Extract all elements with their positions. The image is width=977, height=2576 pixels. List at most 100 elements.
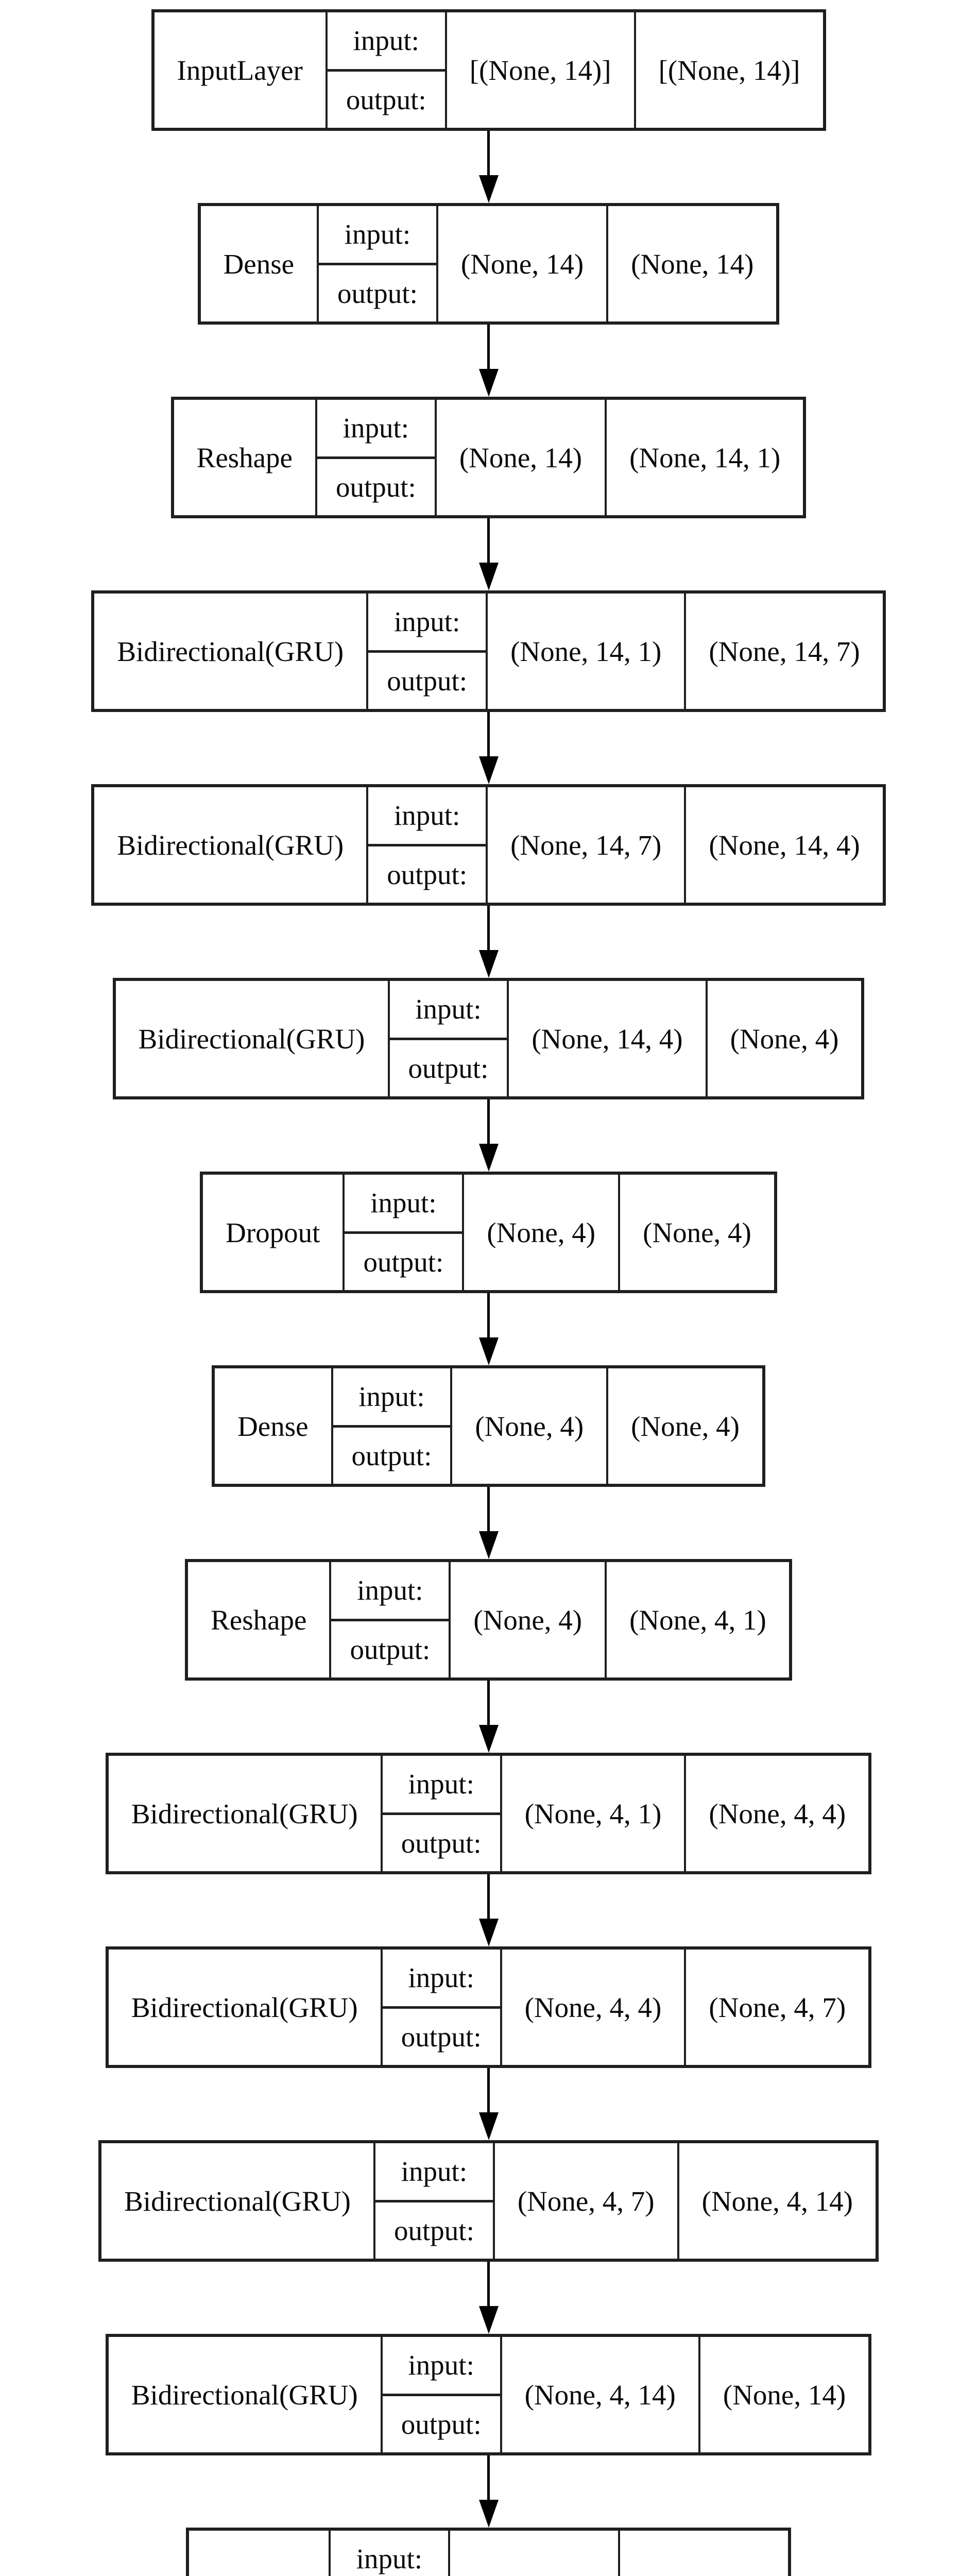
- output-label: output:: [345, 1231, 462, 1291]
- input-label: input:: [358, 1381, 425, 1413]
- input-shape: (None, 14, 1): [486, 594, 684, 709]
- edge: [478, 325, 499, 397]
- edge-line: [487, 325, 490, 370]
- io-label-column: input: output:: [380, 1756, 500, 1871]
- input-label: input:: [408, 1768, 474, 1800]
- layer-name: Bidirectional(GRU): [117, 635, 344, 667]
- edge: [478, 2068, 499, 2140]
- output-label: output:: [368, 650, 486, 709]
- output-shape: (None, 4): [606, 1368, 762, 1484]
- layer-node: Dense input: output: (None, 14) (None, 1…: [197, 203, 780, 325]
- arrow-down-icon: [478, 2112, 499, 2140]
- arrow-down-icon: [478, 756, 499, 784]
- edge-line: [487, 906, 490, 951]
- output-shape: (None, 14, 4): [684, 787, 882, 903]
- input-shape: (None, 14, 4): [507, 981, 705, 1096]
- input-shape: (None, 4, 1): [500, 1756, 684, 1871]
- input-label: input:: [353, 25, 419, 57]
- io-label-column: input: output:: [317, 206, 436, 321]
- output-label: output:: [331, 1618, 449, 1678]
- io-label-column: input: output:: [329, 1562, 449, 1677]
- layer-node: Reshape input: output: (None, 14) (None,…: [170, 397, 807, 518]
- io-label-column: input: output:: [331, 1368, 451, 1484]
- input-label: input:: [408, 1962, 474, 1994]
- output-shape: (None, 4, 1): [605, 1562, 789, 1677]
- output-label: output:: [333, 1425, 451, 1484]
- layer-name: Bidirectional(GRU): [138, 1023, 365, 1055]
- edge: [478, 518, 499, 590]
- edge-line: [487, 2068, 490, 2113]
- layer-node: Dropout input: output: (None, 14) (None,…: [185, 2528, 792, 2576]
- input-shape: (None, 14): [448, 2531, 618, 2576]
- output-label: output:: [382, 2393, 500, 2453]
- input-shape: (None, 14, 7): [486, 787, 684, 903]
- io-label-column: input: output:: [325, 12, 445, 128]
- edge-line: [487, 1099, 490, 1145]
- output-label: output:: [319, 262, 436, 322]
- output-shape: [(None, 14)]: [633, 12, 823, 128]
- layer-name: Bidirectional(GRU): [124, 2185, 351, 2217]
- output-shape: (None, 14, 1): [605, 400, 803, 515]
- output-label: output:: [389, 1037, 507, 1097]
- output-shape: (None, 14): [606, 206, 776, 321]
- input-shape: (None, 4, 4): [500, 1950, 684, 2065]
- layer-name: Dropout: [226, 1216, 320, 1248]
- edge-line: [487, 518, 490, 564]
- output-shape: (None, 14): [698, 2337, 868, 2452]
- io-label-column: input: output:: [380, 2337, 500, 2453]
- edge-line: [487, 712, 490, 757]
- layer-name: Bidirectional(GRU): [131, 2379, 358, 2411]
- layer-node: Bidirectional(GRU) input: output: (None,…: [105, 1753, 872, 1874]
- io-label-column: input: output:: [366, 594, 486, 709]
- input-label: input:: [356, 2543, 423, 2575]
- edge-line: [487, 1874, 490, 1920]
- edge: [478, 131, 499, 203]
- output-shape: (None, 14): [618, 2531, 788, 2576]
- io-label-column: input: output:: [380, 1950, 500, 2065]
- edge: [478, 1487, 499, 1559]
- layer-name: Bidirectional(GRU): [131, 1991, 358, 2023]
- input-shape: (None, 4, 7): [492, 2143, 677, 2259]
- input-label: input:: [415, 993, 482, 1025]
- output-shape: (None, 14, 7): [684, 594, 882, 709]
- input-shape: (None, 4): [462, 1175, 618, 1290]
- output-shape: (None, 4, 14): [677, 2143, 876, 2259]
- layer-name: Reshape: [211, 1604, 307, 1636]
- edge: [478, 1874, 499, 1946]
- output-label: output:: [327, 69, 445, 128]
- input-shape: [(None, 14)]: [444, 12, 634, 128]
- layer-name: Dense: [223, 248, 295, 280]
- layer-name: Reshape: [196, 442, 293, 473]
- input-label: input:: [344, 218, 411, 250]
- input-shape: (None, 4, 14): [500, 2337, 698, 2452]
- edge-line: [487, 1487, 490, 1532]
- layer-name: Dense: [237, 1410, 308, 1442]
- layer-name: Bidirectional(GRU): [117, 829, 344, 861]
- layer-node: Dense input: output: (None, 4) (None, 4): [212, 1365, 765, 1487]
- layer-node: Bidirectional(GRU) input: output: (None,…: [105, 2334, 872, 2455]
- output-label: output:: [368, 843, 486, 903]
- input-shape: (None, 14): [434, 400, 605, 515]
- output-label: output:: [375, 2199, 493, 2259]
- arrow-down-icon: [478, 175, 499, 203]
- edge: [478, 1099, 499, 1172]
- layer-node: Bidirectional(GRU) input: output: (None,…: [91, 784, 886, 906]
- arrow-down-icon: [478, 2306, 499, 2334]
- edge: [478, 712, 499, 784]
- layer-node: Bidirectional(GRU) input: output: (None,…: [112, 978, 865, 1099]
- arrow-down-icon: [478, 1725, 499, 1753]
- layer-node: Bidirectional(GRU) input: output: (None,…: [98, 2140, 879, 2262]
- edge: [478, 1293, 499, 1365]
- arrow-down-icon: [478, 950, 499, 978]
- input-label: input:: [357, 1574, 423, 1606]
- arrow-down-icon: [478, 1919, 499, 1946]
- input-shape: (None, 4): [449, 1562, 605, 1677]
- layer-node: Reshape input: output: (None, 4) (None, …: [185, 1559, 792, 1681]
- output-shape: (None, 4): [705, 981, 862, 1096]
- layer-node: Bidirectional(GRU) input: output: (None,…: [91, 590, 886, 712]
- io-label-column: input: output:: [387, 981, 507, 1097]
- io-label-column: input: output:: [342, 1175, 462, 1290]
- io-label-column: input: output:: [373, 2143, 493, 2259]
- output-shape: (None, 4, 7): [684, 1950, 868, 2065]
